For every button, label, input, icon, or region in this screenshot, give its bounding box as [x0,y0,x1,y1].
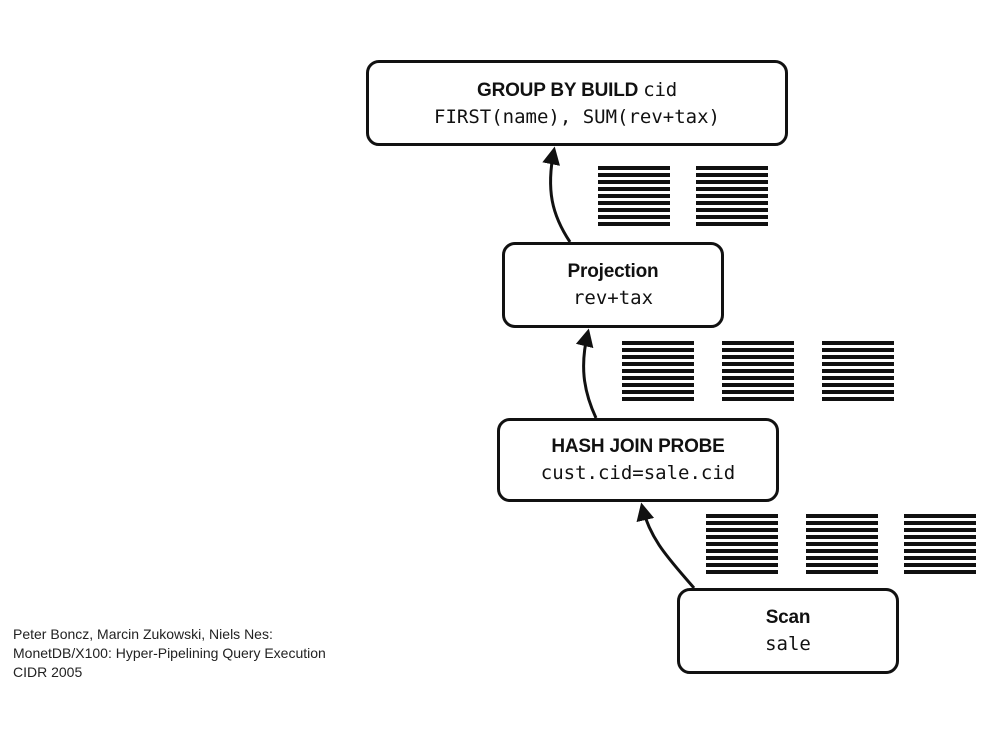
group-by-build-node: GROUP BY BUILD cid FIRST(name), SUM(rev+… [366,60,788,146]
group-by-key: cid [643,78,677,101]
arrow-scan-to-hash-join [636,502,696,589]
group-by-label: GROUP BY BUILD [477,79,639,101]
vector-batch-icon [722,341,794,405]
arrow-projection-to-group-by [542,146,572,243]
scan-title: Scan [765,607,811,628]
citation-paper-title: MonetDB/X100: Hyper-Pipelining Query Exe… [13,645,326,661]
group-by-aggregates: FIRST(name), SUM(rev+tax) [434,105,720,128]
vector-batch-icon [706,514,778,578]
projection-node: Projection rev+tax [502,242,724,328]
hash-join-title: HASH JOIN PROBE [551,436,725,457]
vector-batch-icon [598,166,670,230]
vector-batch-icon [806,514,878,578]
vector-batch-icon [622,341,694,405]
projection-expression: rev+tax [572,287,654,309]
scan-table: sale [765,633,811,655]
arrow-hash-join-to-projection [575,328,598,419]
hash-join-condition: cust.cid=sale.cid [540,462,736,484]
vector-batch-icon [822,341,894,405]
citation: Peter Boncz, Marcin Zukowski, Niels Nes:… [13,625,326,682]
vector-batch-icon [904,514,976,578]
vector-batch-icon [696,166,768,230]
projection-title: Projection [567,261,659,282]
scan-node: Scan sale [677,588,899,674]
group-by-title: GROUP BY BUILD cid [477,77,677,104]
citation-authors: Peter Boncz, Marcin Zukowski, Niels Nes: [13,626,273,642]
citation-venue: CIDR 2005 [13,664,83,680]
hash-join-probe-node: HASH JOIN PROBE cust.cid=sale.cid [497,418,779,502]
